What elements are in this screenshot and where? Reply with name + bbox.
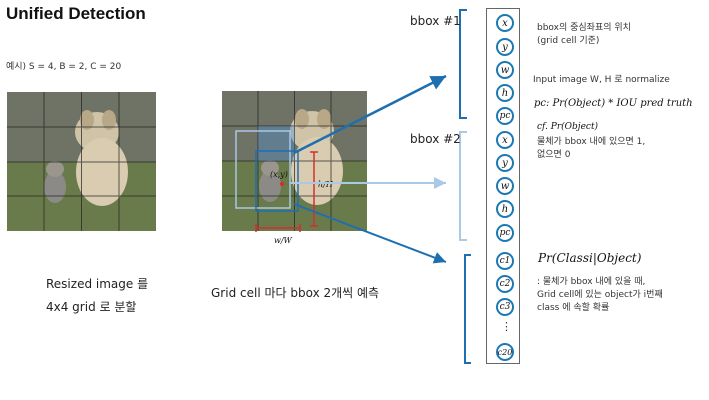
bbox1-bracket	[459, 9, 467, 119]
bbox2-y: y	[496, 154, 514, 172]
xy-label: (x,y)	[270, 170, 288, 179]
center-note-line1: bbox의 중심좌표의 위치	[537, 23, 631, 33]
example-params: 예시) S = 4, B = 2, C = 20	[6, 62, 122, 72]
bbox1-x: x	[496, 14, 514, 32]
class-ellipsis: ⋮	[501, 320, 512, 333]
bbox1-pc: pc	[496, 107, 514, 125]
bbox2-w: w	[496, 177, 514, 195]
object-desc-line1: 물체가 bbox 내에 있으면 1,	[537, 137, 646, 147]
bbox1-arrow	[293, 74, 447, 155]
bbox2-h: h	[496, 200, 514, 218]
bbox1-label: bbox #1	[410, 14, 461, 28]
bbox2-pc: pc	[496, 224, 514, 242]
class-desc-line3: class 에 속할 확률	[537, 303, 610, 313]
class-bracket	[464, 254, 471, 364]
bbox-prediction-image	[222, 91, 367, 231]
left-caption-line2: 4x4 grid 로 분할	[46, 300, 137, 314]
bbox1-h: h	[496, 84, 514, 102]
class-c3: c3	[496, 298, 514, 316]
bbox2-bracket	[459, 131, 467, 241]
middle-caption: Grid cell 마다 bbox 2개씩 예측	[211, 286, 380, 300]
bbox2-x: x	[496, 131, 514, 149]
left-caption-line1: Resized image 를	[46, 277, 149, 291]
bbox1-y: y	[496, 38, 514, 56]
class-arrow	[293, 203, 447, 264]
class-c2: c2	[496, 275, 514, 293]
h-label: h/H	[318, 180, 333, 189]
bbox1-w: w	[496, 61, 514, 79]
class-desc-line2: Grid cell에 있는 object가 i번째	[537, 290, 663, 300]
class-desc-line1: : 물체가 bbox 내에 있을 때,	[537, 277, 646, 287]
class-c20: c20	[496, 343, 514, 361]
pc-formula: pc: Pr(Object) * IOU pred truth	[534, 98, 693, 109]
class-formula: Pr(Classi|Object)	[538, 251, 642, 265]
w-label: w/W	[274, 236, 292, 245]
page-title: Unified Detection	[6, 4, 146, 23]
normalize-note: Input image W, H 로 normalize	[533, 75, 670, 85]
cf-formula: cf. Pr(Object)	[537, 122, 599, 132]
class-c1: c1	[496, 252, 514, 270]
resized-image-grid	[7, 92, 156, 231]
object-desc-line2: 없으면 0	[537, 150, 571, 160]
center-note-line2: (grid cell 기준)	[537, 36, 600, 46]
bbox2-label: bbox #2	[410, 132, 461, 146]
